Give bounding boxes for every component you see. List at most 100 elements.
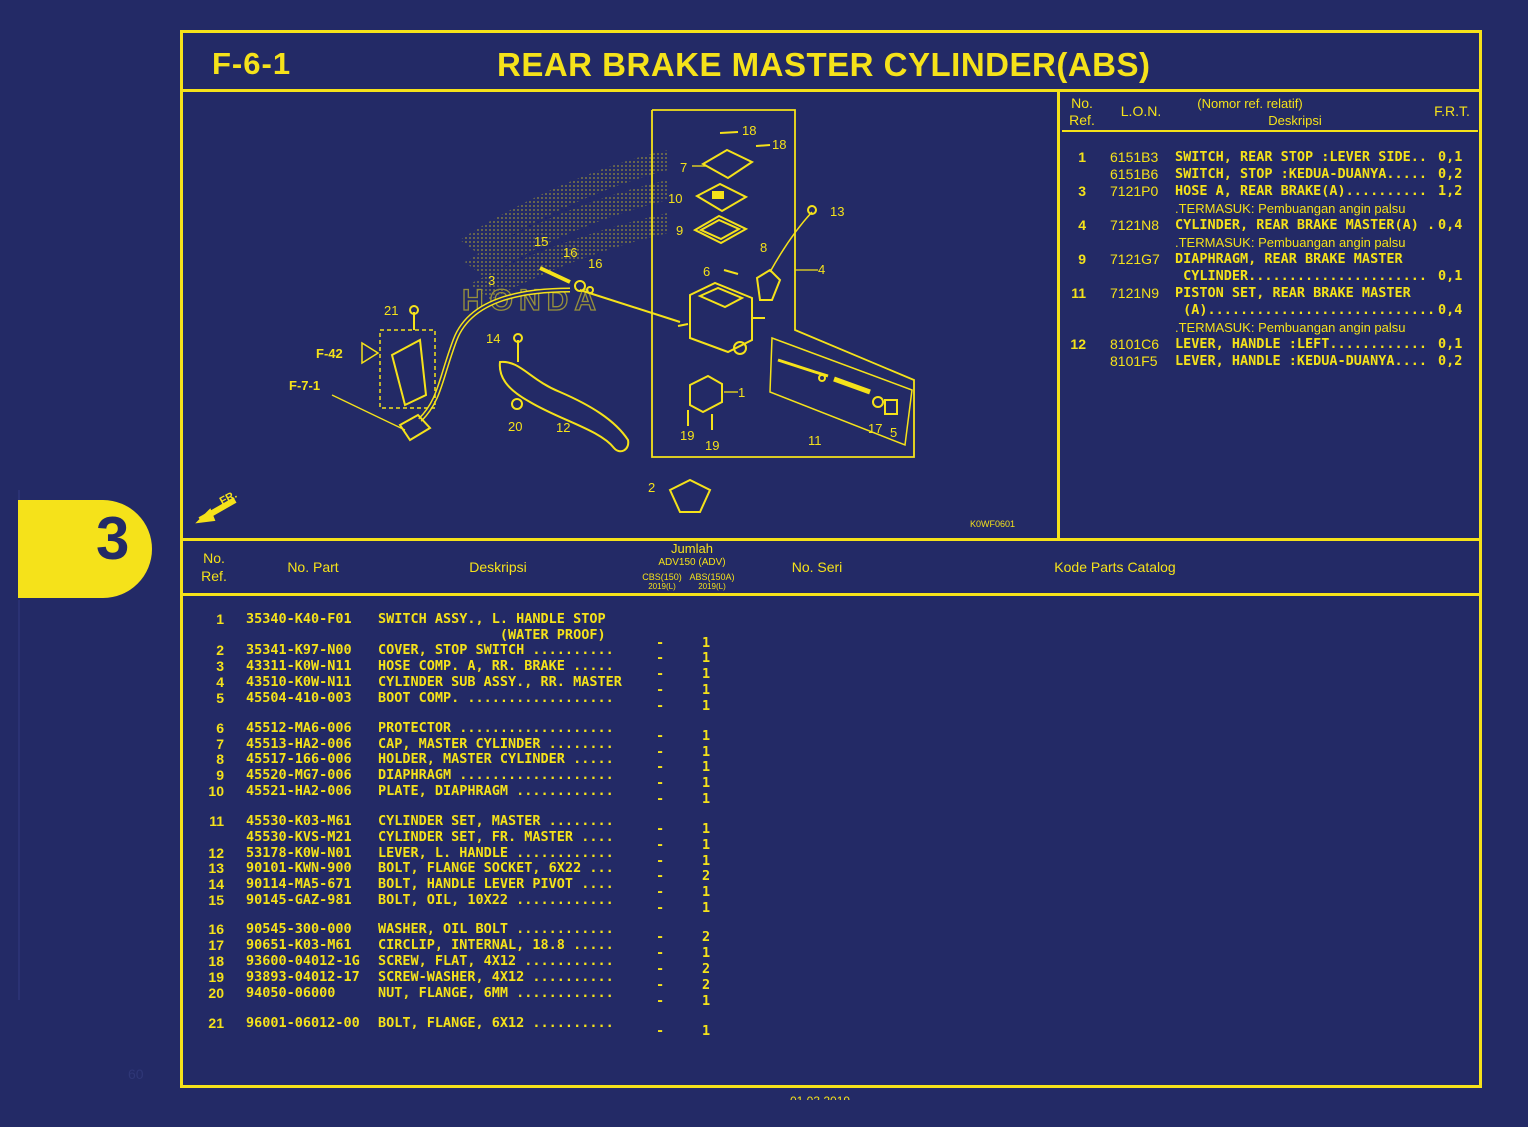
ref-header-lon: L.O.N. <box>1120 103 1162 119</box>
parts-number: 90651-K03-M61 <box>246 937 352 953</box>
exploded-diagram[interactable]: HONDA <box>183 92 1057 537</box>
qty-abs: 1 <box>702 884 711 900</box>
parts-desc: HOLDER, MASTER CYLINDER ..... <box>378 751 614 767</box>
parts-desc: PLATE, DIAPHRAGM ............ <box>378 783 614 799</box>
svg-text:6: 6 <box>703 264 710 279</box>
qty-abs: 1 <box>702 635 711 651</box>
parts-ref: 6 <box>216 720 224 736</box>
page-number: 60 <box>128 1066 144 1082</box>
qty-cbs: - <box>656 929 665 945</box>
parts-desc: LEVER, L. HANDLE ............ <box>378 845 614 861</box>
parts-header-kode: Kode Parts Catalog <box>1054 559 1176 575</box>
parts-ref: 13 <box>208 860 224 876</box>
parts-ref: 5 <box>216 690 224 706</box>
parts-desc: (WATER PROOF) <box>378 627 606 643</box>
qty-cbs: - <box>656 775 665 791</box>
parts-desc: SWITCH ASSY., L. HANDLE STOP <box>378 611 606 627</box>
parts-ref: 12 <box>208 845 224 861</box>
ref-desc: .TERMASUK: Pembuangan angin palsu <box>1175 320 1406 335</box>
qty-abs: 1 <box>702 728 711 744</box>
svg-text:3: 3 <box>488 273 495 288</box>
parts-desc: SCREW, FLAT, 4X12 ........... <box>378 953 614 969</box>
parts-number: 45512-MA6-006 <box>246 720 352 736</box>
ref-desc: .TERMASUK: Pembuangan angin palsu <box>1175 201 1406 216</box>
qty-abs: 2 <box>702 929 711 945</box>
svg-text:FR.: FR. <box>218 489 239 508</box>
qty-abs: 1 <box>702 666 711 682</box>
qty-abs: 1 <box>702 650 711 666</box>
qty-cbs: - <box>656 977 665 993</box>
parts-ref: 11 <box>209 813 224 829</box>
qty-abs: 1 <box>702 759 711 775</box>
ref-frt: 0,1 <box>1438 268 1463 284</box>
section-tab[interactable]: 3 <box>18 500 152 598</box>
qty-abs: 1 <box>702 993 711 1009</box>
svg-text:2: 2 <box>648 480 655 495</box>
ref-lon: 8101F5 <box>1110 353 1158 369</box>
svg-text:21: 21 <box>384 303 398 318</box>
ref-no: 9 <box>1078 251 1086 267</box>
svg-text:20: 20 <box>508 419 522 434</box>
qty-cbs: - <box>656 853 665 869</box>
parts-desc: NUT, FLANGE, 6MM ............ <box>378 985 614 1001</box>
parts-desc: CYLINDER SET, FR. MASTER .... <box>378 829 614 845</box>
parts-ref: 21 <box>208 1015 224 1031</box>
parts-number: 45520-MG7-006 <box>246 767 352 783</box>
parts-desc: CIRCLIP, INTERNAL, 18.8 ..... <box>378 937 614 953</box>
ref-frt: 0,4 <box>1438 217 1463 233</box>
qty-cbs: - <box>656 744 665 760</box>
parts-ref: 16 <box>208 921 224 937</box>
qty-abs: 1 <box>702 900 711 916</box>
qty-cbs: - <box>656 635 665 651</box>
qty-abs: 1 <box>702 837 711 853</box>
parts-number: 90545-300-000 <box>246 921 352 937</box>
qty-cbs: - <box>656 821 665 837</box>
ref-desc: LEVER, HANDLE :LEFT............ <box>1175 336 1427 352</box>
ref-desc: .TERMASUK: Pembuangan angin palsu <box>1175 235 1406 250</box>
svg-text:13: 13 <box>830 204 844 219</box>
qty-abs: 1 <box>702 945 711 961</box>
parts-number: 96001-06012-00 <box>246 1015 360 1031</box>
qty-cbs: - <box>656 759 665 775</box>
ref-no: 4 <box>1078 217 1086 233</box>
parts-number: 94050-06000 <box>246 985 336 1001</box>
parts-number: 45530-K03-M61 <box>246 813 352 829</box>
parts-header-part: No. Part <box>287 559 339 575</box>
ref-frt: 0,1 <box>1438 336 1463 352</box>
catalog-page <box>180 30 1482 1088</box>
ref-frt: 0,2 <box>1438 166 1463 182</box>
ref-desc: (A)............................ <box>1175 302 1436 318</box>
parts-number: 90114-MA5-671 <box>246 876 352 892</box>
parts-number: 43311-K0W-N11 <box>246 658 352 674</box>
parts-header-no: No. <box>203 550 225 566</box>
parts-desc: SCREW-WASHER, 4X12 .......... <box>378 969 614 985</box>
parts-number: 45517-166-006 <box>246 751 352 767</box>
ref-no: 1 <box>1078 149 1086 165</box>
svg-text:14: 14 <box>486 331 500 346</box>
ref-desc: PISTON SET, REAR BRAKE MASTER <box>1175 285 1411 301</box>
ref-lon: 7121P0 <box>1110 183 1159 199</box>
sidebar-divider <box>18 490 20 500</box>
svg-text:19: 19 <box>705 438 719 453</box>
ref-desc: CYLINDER...................... <box>1175 268 1427 284</box>
ref-frt: 0,2 <box>1438 353 1463 369</box>
svg-text:16: 16 <box>563 245 577 260</box>
footer-date: 01.03.2019 <box>790 1094 850 1100</box>
parts-number: 45530-KVS-M21 <box>246 829 352 845</box>
parts-header-abs: ABS(150A) <box>689 572 735 582</box>
svg-text:9: 9 <box>676 223 683 238</box>
qty-abs: 1 <box>702 698 711 714</box>
parts-number: 53178-K0W-N01 <box>246 845 352 861</box>
qty-abs: 1 <box>702 682 711 698</box>
parts-number: 90145-GAZ-981 <box>246 892 352 908</box>
ref-frt: 1,2 <box>1438 183 1463 199</box>
qty-abs: 1 <box>702 791 711 807</box>
svg-text:K0WF0601: K0WF0601 <box>970 519 1015 529</box>
parts-ref: 2 <box>216 642 224 658</box>
qty-cbs: - <box>656 868 665 884</box>
parts-number: 93600-04012-1G <box>246 953 360 969</box>
svg-text:19: 19 <box>680 428 694 443</box>
qty-abs: 1 <box>702 1023 711 1039</box>
svg-text:17: 17 <box>868 421 882 436</box>
ref-header-ref: Ref. <box>1069 112 1095 128</box>
